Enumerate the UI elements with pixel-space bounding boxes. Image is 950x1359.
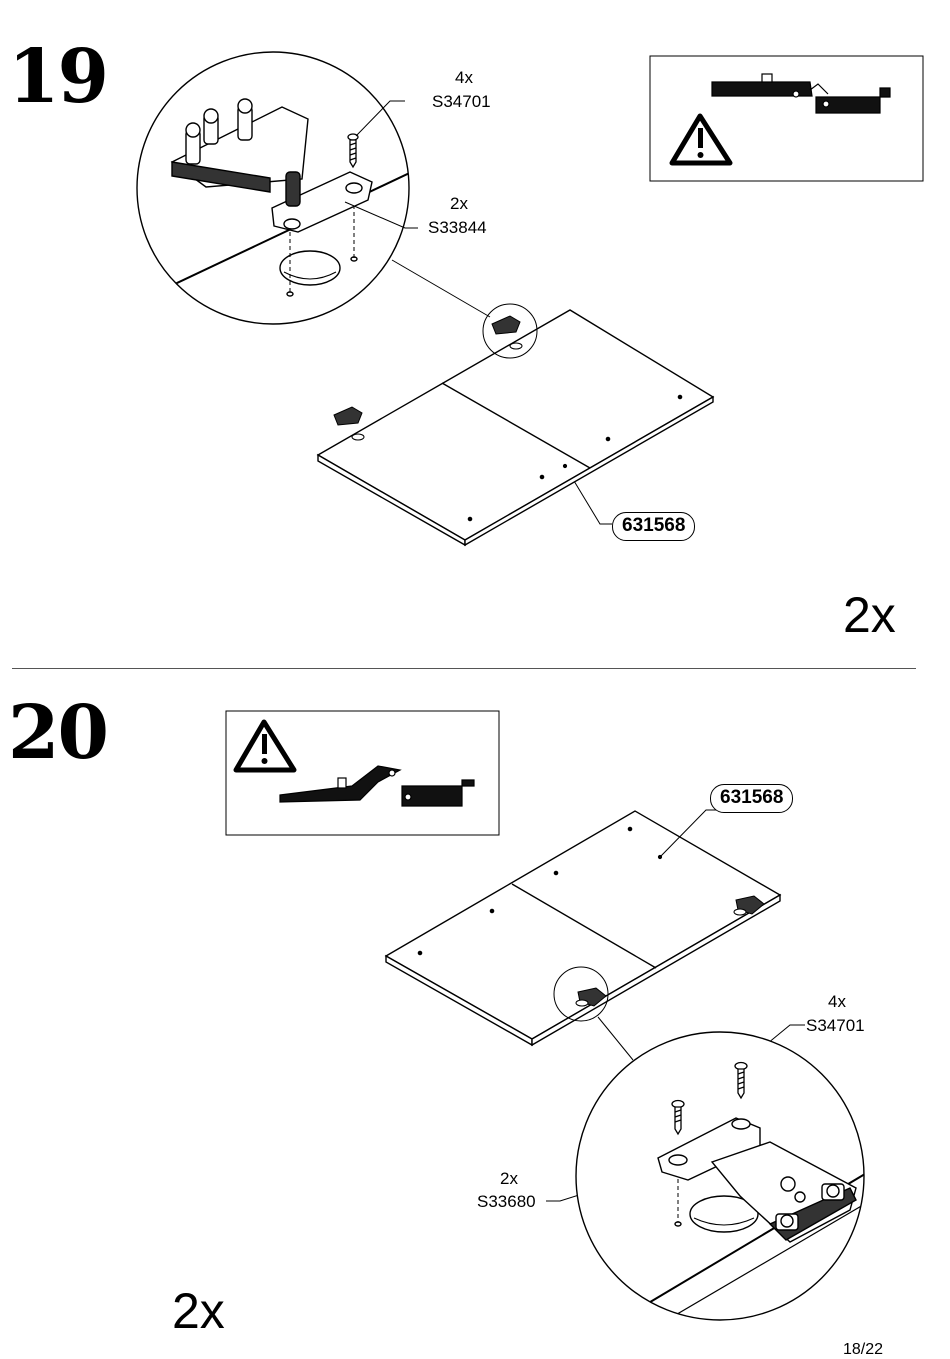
page-number: 18/22 <box>843 1341 884 1358</box>
hinge-icon <box>333 315 523 441</box>
hinge-icon <box>170 98 373 233</box>
step-20-zoom-detail <box>575 1031 865 1321</box>
warning-icon <box>669 113 733 166</box>
hinge-icon <box>575 895 765 1007</box>
step-19-number: 19 <box>8 34 109 120</box>
step-19-warning-box <box>649 55 924 182</box>
step-20-hinge-code: S33680 <box>477 1192 536 1211</box>
step-19-panel <box>316 303 715 547</box>
step-19-panel-id-badge: 631568 <box>612 512 696 541</box>
step-19-zoom-detail <box>136 51 410 325</box>
step-20-quantity: 2x <box>172 1283 225 1339</box>
step-20-panel-id-badge: 631568 <box>710 784 794 813</box>
step-19-hinge-code: S33844 <box>428 218 487 237</box>
step-20-number: 20 <box>8 690 109 776</box>
step-19-quantity: 2x <box>843 587 896 643</box>
step-20-panel <box>384 810 782 1047</box>
screw-icon <box>347 133 359 169</box>
step-20-hinge-qty: 2x <box>500 1169 518 1188</box>
hinge-side-view <box>279 765 475 807</box>
step-19-leader-lines <box>344 100 612 525</box>
step-20-screw-qty: 4x <box>828 992 846 1011</box>
step-19-screw-code: S34701 <box>432 92 491 111</box>
step-19-hinge-qty: 2x <box>450 194 468 213</box>
step-20-warning-box <box>225 710 500 836</box>
step-20-screw-code: S34701 <box>806 1016 865 1035</box>
screw-icon <box>671 1061 748 1136</box>
hinge-icon <box>657 1117 857 1243</box>
step-divider <box>12 668 916 669</box>
warning-icon <box>233 719 297 773</box>
hinge-side-view <box>711 73 891 114</box>
step-19-screw-qty: 4x <box>455 68 473 87</box>
